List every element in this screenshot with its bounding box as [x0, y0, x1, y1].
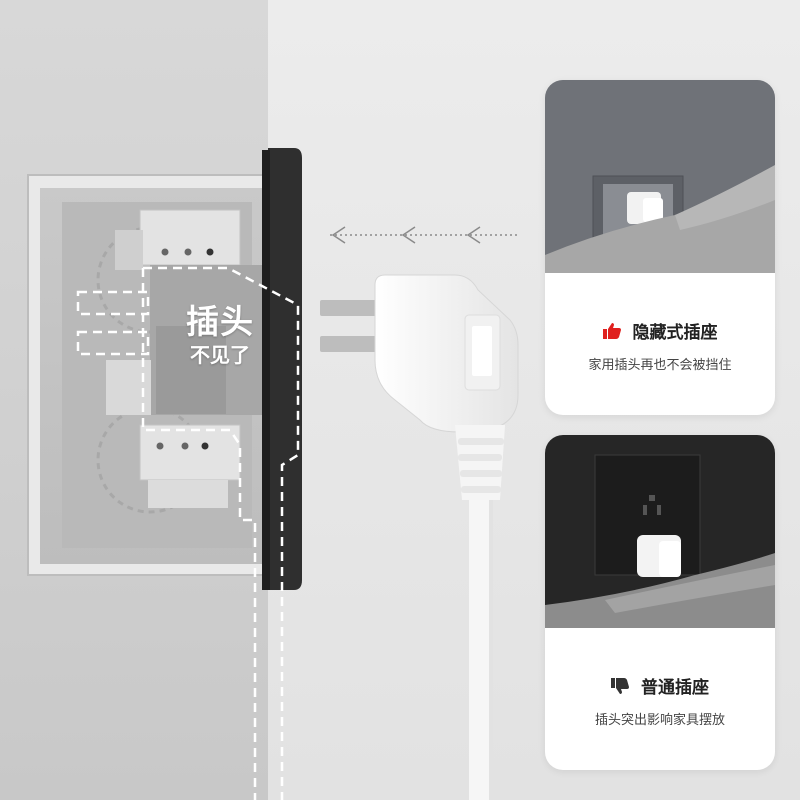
- recessed-socket-card: 隐藏式插座 家用插头再也不会被挡住: [545, 80, 775, 415]
- card-description: 插头突出影响家具摆放: [594, 713, 725, 728]
- ordinary-socket-card: 普通插座 插头突出影响家具摆放: [545, 435, 775, 770]
- recessed-socket-photo: [545, 80, 775, 273]
- socket-internals: [106, 209, 265, 508]
- card-title-text: 隐藏式插座: [632, 323, 718, 343]
- card-title: 普通插座: [545, 673, 775, 699]
- thumbs-down-icon: [611, 677, 629, 699]
- hidden-plug-outline: [76, 266, 300, 800]
- card-description: 家用插头再也不会被挡住: [588, 358, 732, 373]
- ordinary-socket-photo: [545, 435, 775, 628]
- recessed-socket-illustration: [27, 148, 520, 800]
- label-sub: 不见了: [190, 343, 250, 368]
- card-title: 隐藏式插座: [545, 318, 775, 344]
- label-main: 插头: [186, 302, 254, 341]
- chevron-left-icon: [330, 226, 520, 244]
- hidden-plug-label: 插头 不见了: [160, 302, 280, 368]
- socket-panel: [262, 148, 302, 590]
- thumbs-up-icon: [602, 322, 621, 344]
- card-title-text: 普通插座: [641, 678, 709, 698]
- power-plug: [320, 274, 519, 800]
